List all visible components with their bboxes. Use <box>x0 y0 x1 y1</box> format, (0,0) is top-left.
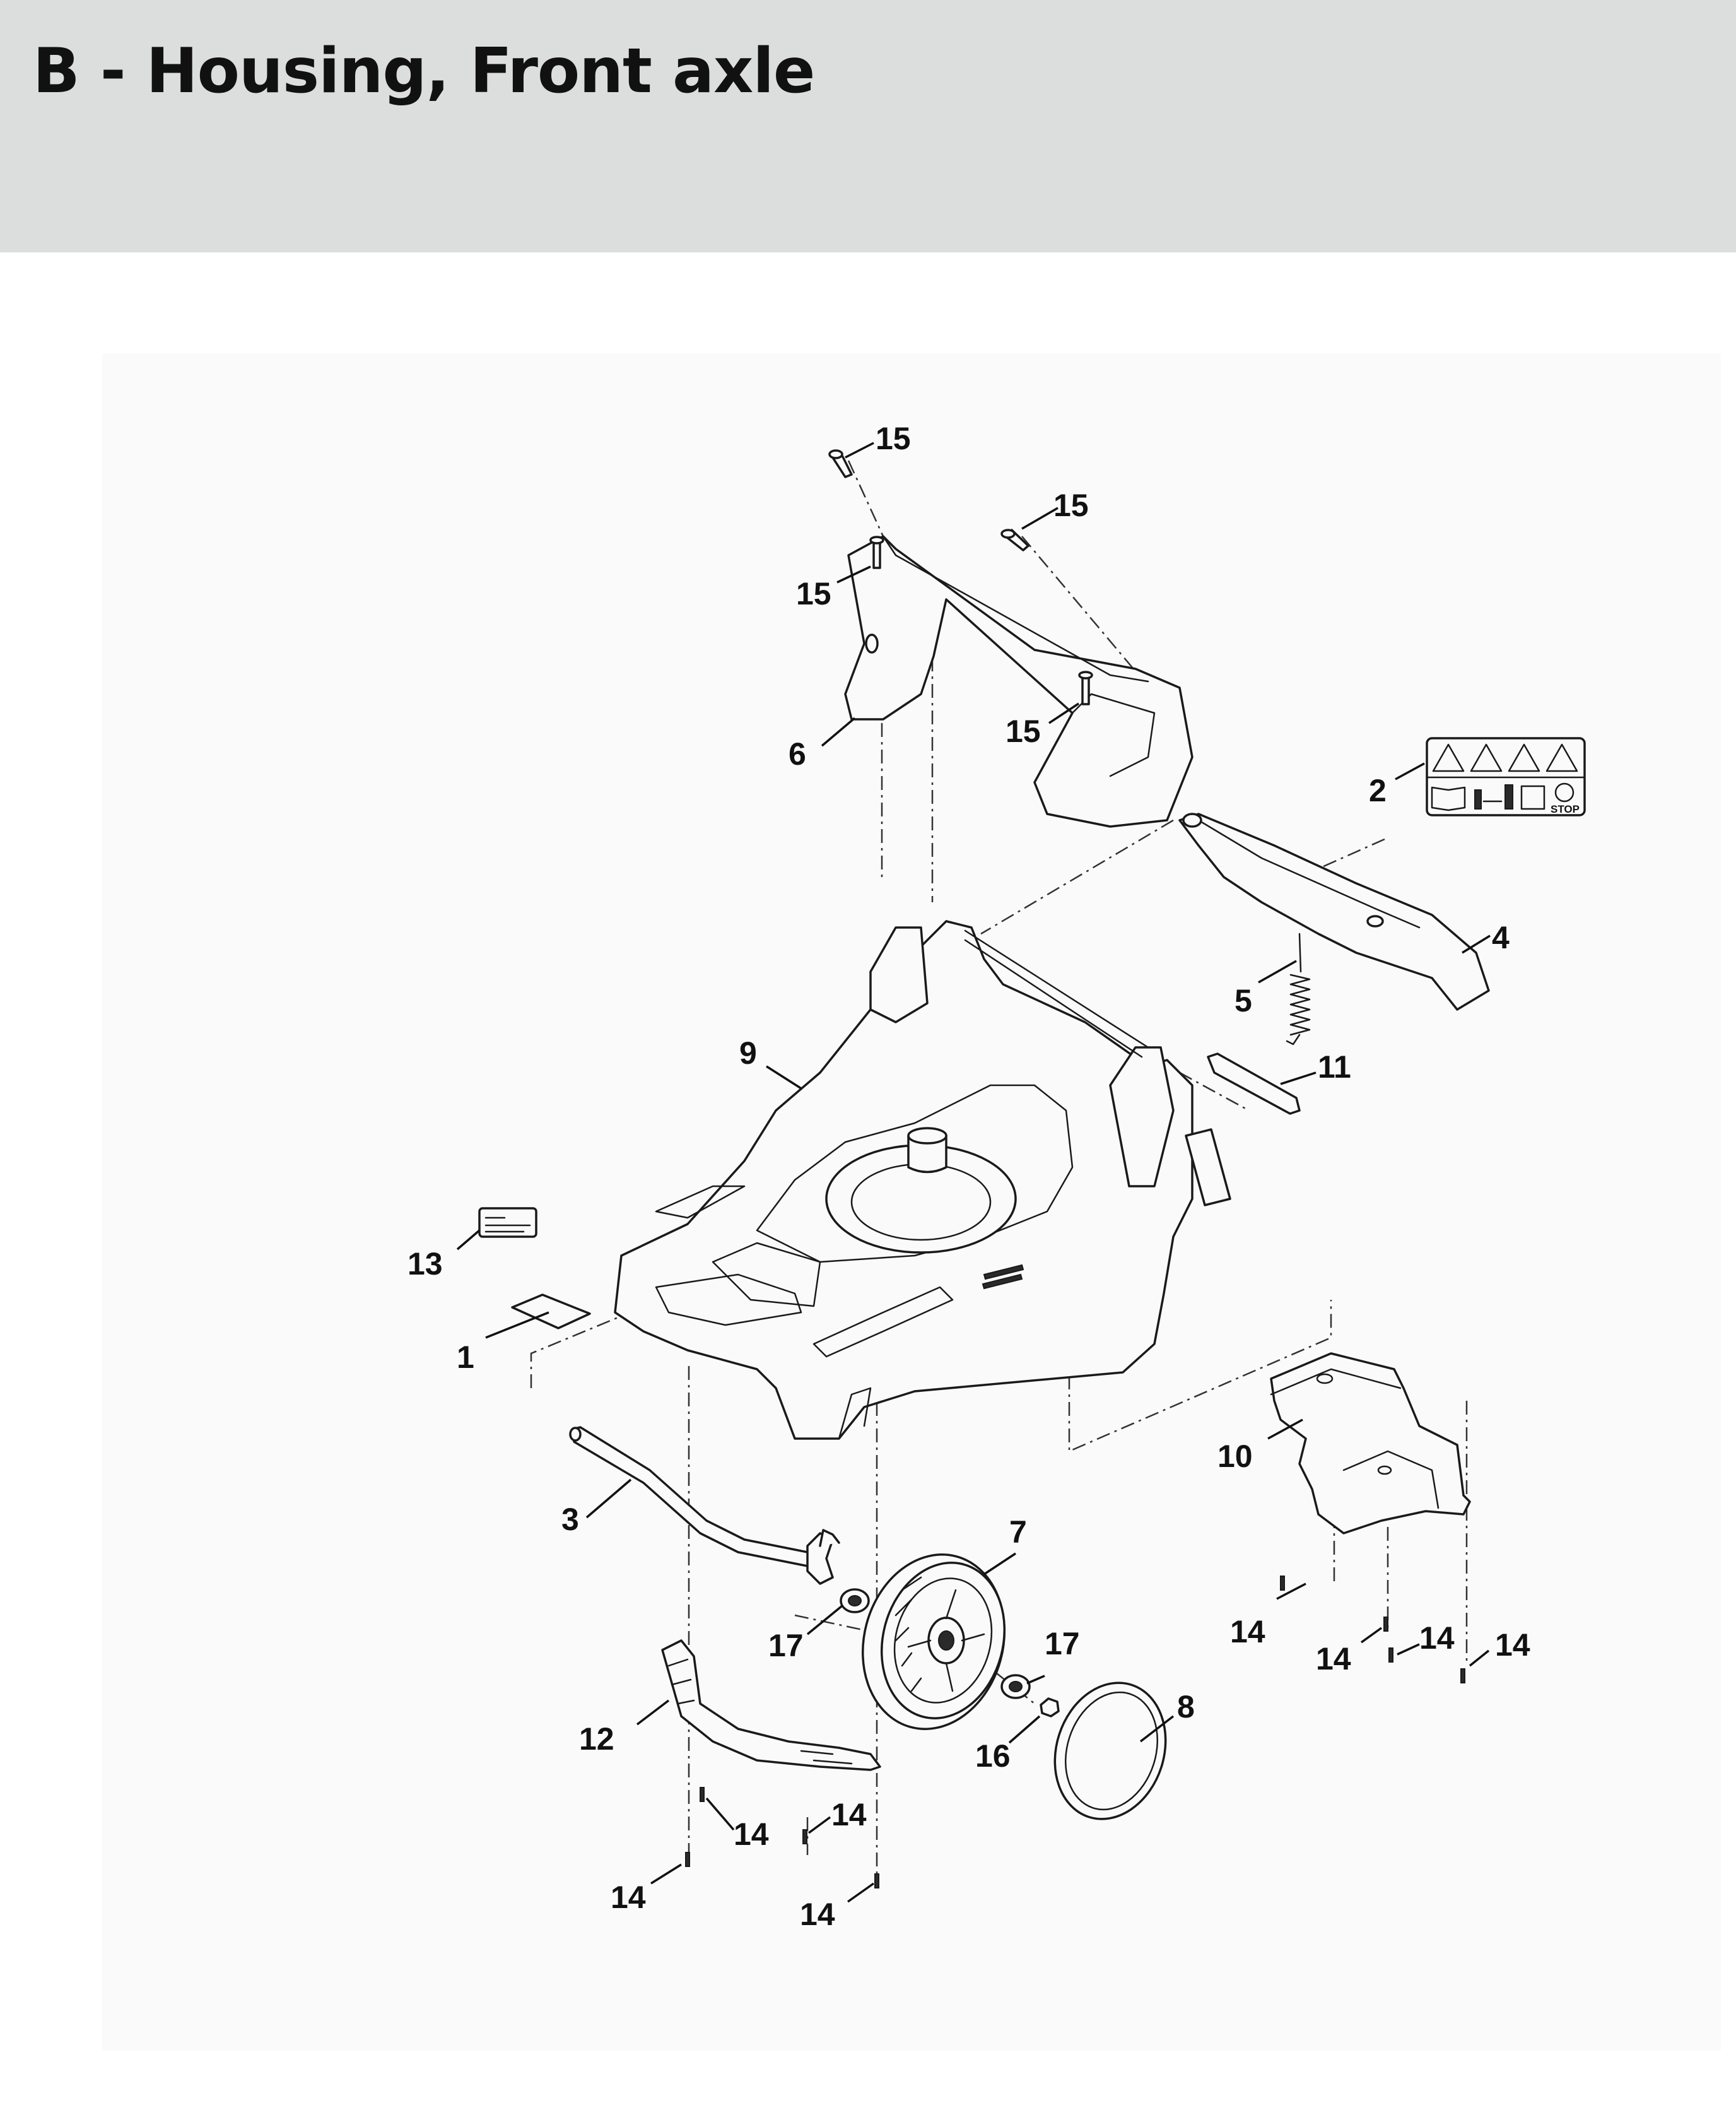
callout-14c: 14 <box>1419 1620 1455 1656</box>
screw-15d <box>1078 671 1093 705</box>
screw-14c <box>1388 1647 1393 1663</box>
callout-15d: 15 <box>1006 714 1041 749</box>
callout-7: 7 <box>1009 1514 1027 1550</box>
callout-6: 6 <box>789 736 806 772</box>
spring-part-5 <box>1286 933 1311 1046</box>
screw-14e <box>700 1787 705 1802</box>
housing-grille <box>982 1264 1024 1290</box>
callout-8: 8 <box>1177 1689 1195 1724</box>
callout-14g: 14 <box>611 1880 646 1915</box>
screw-14g <box>685 1852 690 1867</box>
label-part-1 <box>511 1293 591 1329</box>
callout-labels: 1 2 3 4 5 6 7 8 9 10 11 12 13 14 14 14 1… <box>408 421 1530 1932</box>
callout-13: 13 <box>408 1246 443 1281</box>
screw-14f <box>802 1829 807 1844</box>
front-bumper-part-12 <box>661 1639 881 1771</box>
rear-flap-housing-part-10 <box>1270 1352 1471 1535</box>
callout-17b: 17 <box>1045 1626 1080 1661</box>
bearing-part-17-left <box>840 1588 870 1613</box>
callout-16: 16 <box>975 1738 1011 1774</box>
screw-15b <box>1000 529 1029 551</box>
wheel-part-7 <box>861 1553 1006 1730</box>
housing-deck-part-9 <box>614 920 1231 1440</box>
callout-14d: 14 <box>1495 1627 1530 1663</box>
callout-4: 4 <box>1492 920 1510 955</box>
screw-14a <box>1280 1576 1285 1591</box>
warning-decal-part-2: STOP <box>1426 737 1586 816</box>
callout-11: 11 <box>1318 1049 1351 1085</box>
front-axle-part-3 <box>569 1426 840 1585</box>
callout-15a: 15 <box>876 421 911 456</box>
callout-2: 2 <box>1369 773 1387 808</box>
callout-17a: 17 <box>768 1628 804 1663</box>
callout-5: 5 <box>1235 983 1252 1018</box>
nut-part-16 <box>1040 1697 1060 1717</box>
callout-15c: 15 <box>796 576 831 611</box>
screw-14b <box>1383 1617 1388 1632</box>
callout-9: 9 <box>739 1035 757 1071</box>
screw-14h <box>874 1873 879 1888</box>
page-title: B - Housing, Front axle <box>33 35 815 107</box>
callout-14h: 14 <box>800 1897 835 1932</box>
flap-part-11 <box>1207 1052 1301 1115</box>
decal-stop-text: STOP <box>1551 803 1580 815</box>
screw-14d <box>1460 1668 1465 1683</box>
header-bar: B - Housing, Front axle <box>0 0 1736 252</box>
callout-3: 3 <box>561 1502 579 1537</box>
callout-14b: 14 <box>1316 1641 1351 1676</box>
screws-part-15 <box>828 449 1093 705</box>
warning-triangle-icons <box>1432 743 1578 772</box>
handle-bracket-part-6 <box>844 535 1194 828</box>
callout-1: 1 <box>457 1340 474 1375</box>
type-plate-label-part-13 <box>478 1207 537 1238</box>
screw-15c <box>869 536 884 569</box>
screw-15a <box>828 449 853 478</box>
screws-part-14 <box>685 1576 1465 1888</box>
callout-10: 10 <box>1217 1439 1253 1474</box>
callout-14a: 14 <box>1230 1614 1265 1649</box>
callout-14f: 14 <box>831 1797 867 1832</box>
callout-14e: 14 <box>734 1817 769 1852</box>
callout-15b: 15 <box>1053 488 1089 523</box>
instruction-icons: STOP <box>1431 782 1580 815</box>
bearing-part-17-right <box>1000 1674 1031 1699</box>
callout-12: 12 <box>579 1721 614 1757</box>
leader-lines <box>456 442 1491 1903</box>
hub-cap-part-8 <box>1053 1682 1167 1820</box>
rear-deflector-part-4 <box>1178 813 1490 1011</box>
